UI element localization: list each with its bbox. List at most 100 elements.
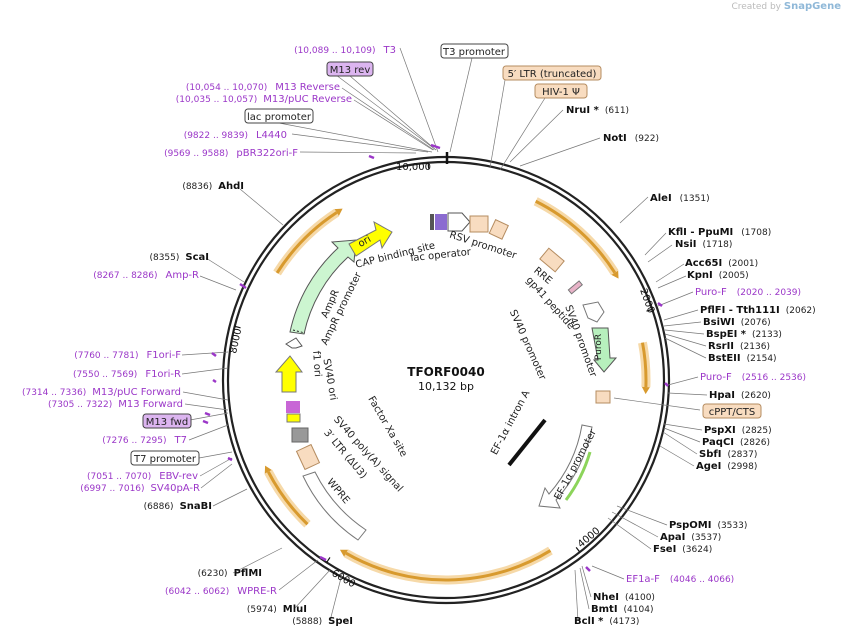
leader-line [232,547,283,574]
tick-label-2000: 2000 [637,287,656,315]
feature-arc-1-core [535,199,617,274]
primer-puro-f-1: Puro-F(2020 .. 2039) [695,287,801,298]
primer-binding-mark [657,302,663,307]
enzyme-agei: AgeI(2998) [696,461,757,472]
leader-line [341,87,435,151]
primer-f1ori-f: (7760 .. 7781)F1ori-F [74,350,181,361]
leader-line [278,559,319,591]
enzyme-bsiwi: BsiWI(2076) [703,317,771,328]
label-f1-ori: f1 ori [310,350,323,377]
leader-line [619,196,649,224]
primer-sv40pa-r: (6997 .. 7016)SV40pA-R [80,483,200,494]
leader-line [663,309,699,321]
primer-binding-mark [202,419,209,425]
primer-binding-mark [212,378,217,384]
enzyme-labels-left: (5888)SpeI (5974)MluI (6230)PflMI (6886)… [144,181,353,627]
primer-binding-mark [319,555,327,562]
enzyme-ahdi: (8836)AhdI [182,181,244,192]
enzyme-kpni: KpnI(2005) [687,270,749,281]
primer-binding-mark [368,154,375,160]
leader-line [644,232,667,256]
leader-line [659,445,695,467]
leader-line [291,133,429,153]
box-lac-promoter [244,108,314,124]
box-cppt [702,403,762,419]
enzyme-apai: ApaI(3537) [660,532,721,543]
feature-arc-1-arrowhead [611,270,619,279]
leader-line [353,99,434,151]
leader-line [616,505,668,526]
leader-line [664,329,705,335]
rsv-box-1 [469,215,489,233]
leader-line [212,488,248,507]
leader-line [181,351,229,356]
label-ef1a-promoter: EF-1α promoter [553,427,600,502]
plasmid-name: TFORF0040 [407,365,484,379]
box-t3-promoter [440,43,509,59]
primer-m13-puc-reverse: (10,035 .. 10,057)M13/pUC Reverse [176,94,352,105]
f1-ori-arrow [274,355,303,393]
leader-line [613,397,701,411]
enzyme-nhei: NheI(4100) [593,592,655,603]
primer-t3: (10,089 .. 10,109)T3 [294,45,396,56]
primer-amp-r: (8267 .. 8286)Amp-R [93,270,199,281]
leader-line [663,427,701,443]
gp41-block [567,280,583,295]
enzyme-paqci: PaqCI(2826) [702,437,770,448]
leader-line [489,79,506,169]
leader-line [574,569,579,622]
snapgene-logo: SnapGene [783,1,841,12]
leader-line [399,47,439,153]
leader-line [188,424,229,441]
leader-line [607,517,652,550]
leader-line [579,567,590,610]
enzyme-pspomi: PspOMI(3533) [669,520,747,531]
tick-marks [234,152,653,563]
enzyme-scai: (8355)ScaI [149,252,209,263]
ef1a-intron-bar [507,418,547,467]
feature-arc-4-core [266,471,309,526]
primer-puro-f-2: Puro-F(2516 .. 2536) [700,372,806,383]
enzyme-snabi: (6886)SnaBI [144,501,212,512]
leader-line [181,367,229,375]
primer-m13-puc-forward: (7314 .. 7336)M13/pUC Forward [22,387,181,398]
boxed-m13-fwd: M13 fwd [146,417,188,428]
leader-line [611,511,659,538]
enzyme-noti: NotI(922) [603,133,659,144]
primer-binding-mark [239,282,247,290]
leader-line [239,188,284,226]
cppt-box [595,390,611,404]
boxed-m13-rev: M13 rev [330,65,371,76]
feature-arc-4-arrowhead [264,465,272,474]
leader-line [499,97,546,171]
leader-line [663,423,703,431]
leader-line [664,337,707,359]
primer-labels-left: (10,089 .. 10,109)T3 (10,054 .. 10,070)M… [22,45,396,597]
tick-mark-8000 [234,325,241,329]
boxed-5ltr: 5′ LTR (truncated) [508,69,597,80]
leader-line [664,333,707,347]
plasmid-size: 10,132 bp [418,380,474,393]
leader-line [662,431,698,455]
ef1a-promoter-arrow [538,424,593,509]
leader-line [335,74,437,151]
label-puror: PuroR [594,334,604,360]
tick-label-4000: 4000 [576,526,603,551]
boxed-hiv1: HIV-1 Ψ [542,87,580,98]
enzyme-pflfi-tth111i: PflFI - Tth111I(2062) [700,305,816,316]
factor-xa-grey [291,427,309,443]
primer-t7: (7276 .. 7295)T7 [102,435,187,446]
primer-ef1a-f: EF1a-F(4046 .. 4066) [626,574,734,585]
lac-promoter-arrow [447,212,471,232]
leader-line [198,451,233,459]
feature-arc-3-arrowhead [339,549,349,557]
enzyme-sbfi: SbfI(2837) [699,449,757,460]
ori-arrow [348,221,393,257]
enzyme-bspei: BspEI *(2133) [706,329,782,340]
puror-arrow [591,327,618,373]
boxed-lac-promoter: lac promoter [247,112,312,123]
boxed-t3-promoter: T3 promoter [442,47,506,58]
box-5ltr [502,65,602,81]
box-t7-promoter [130,450,200,466]
label-sv40-ori: SV40 ori [320,358,338,401]
